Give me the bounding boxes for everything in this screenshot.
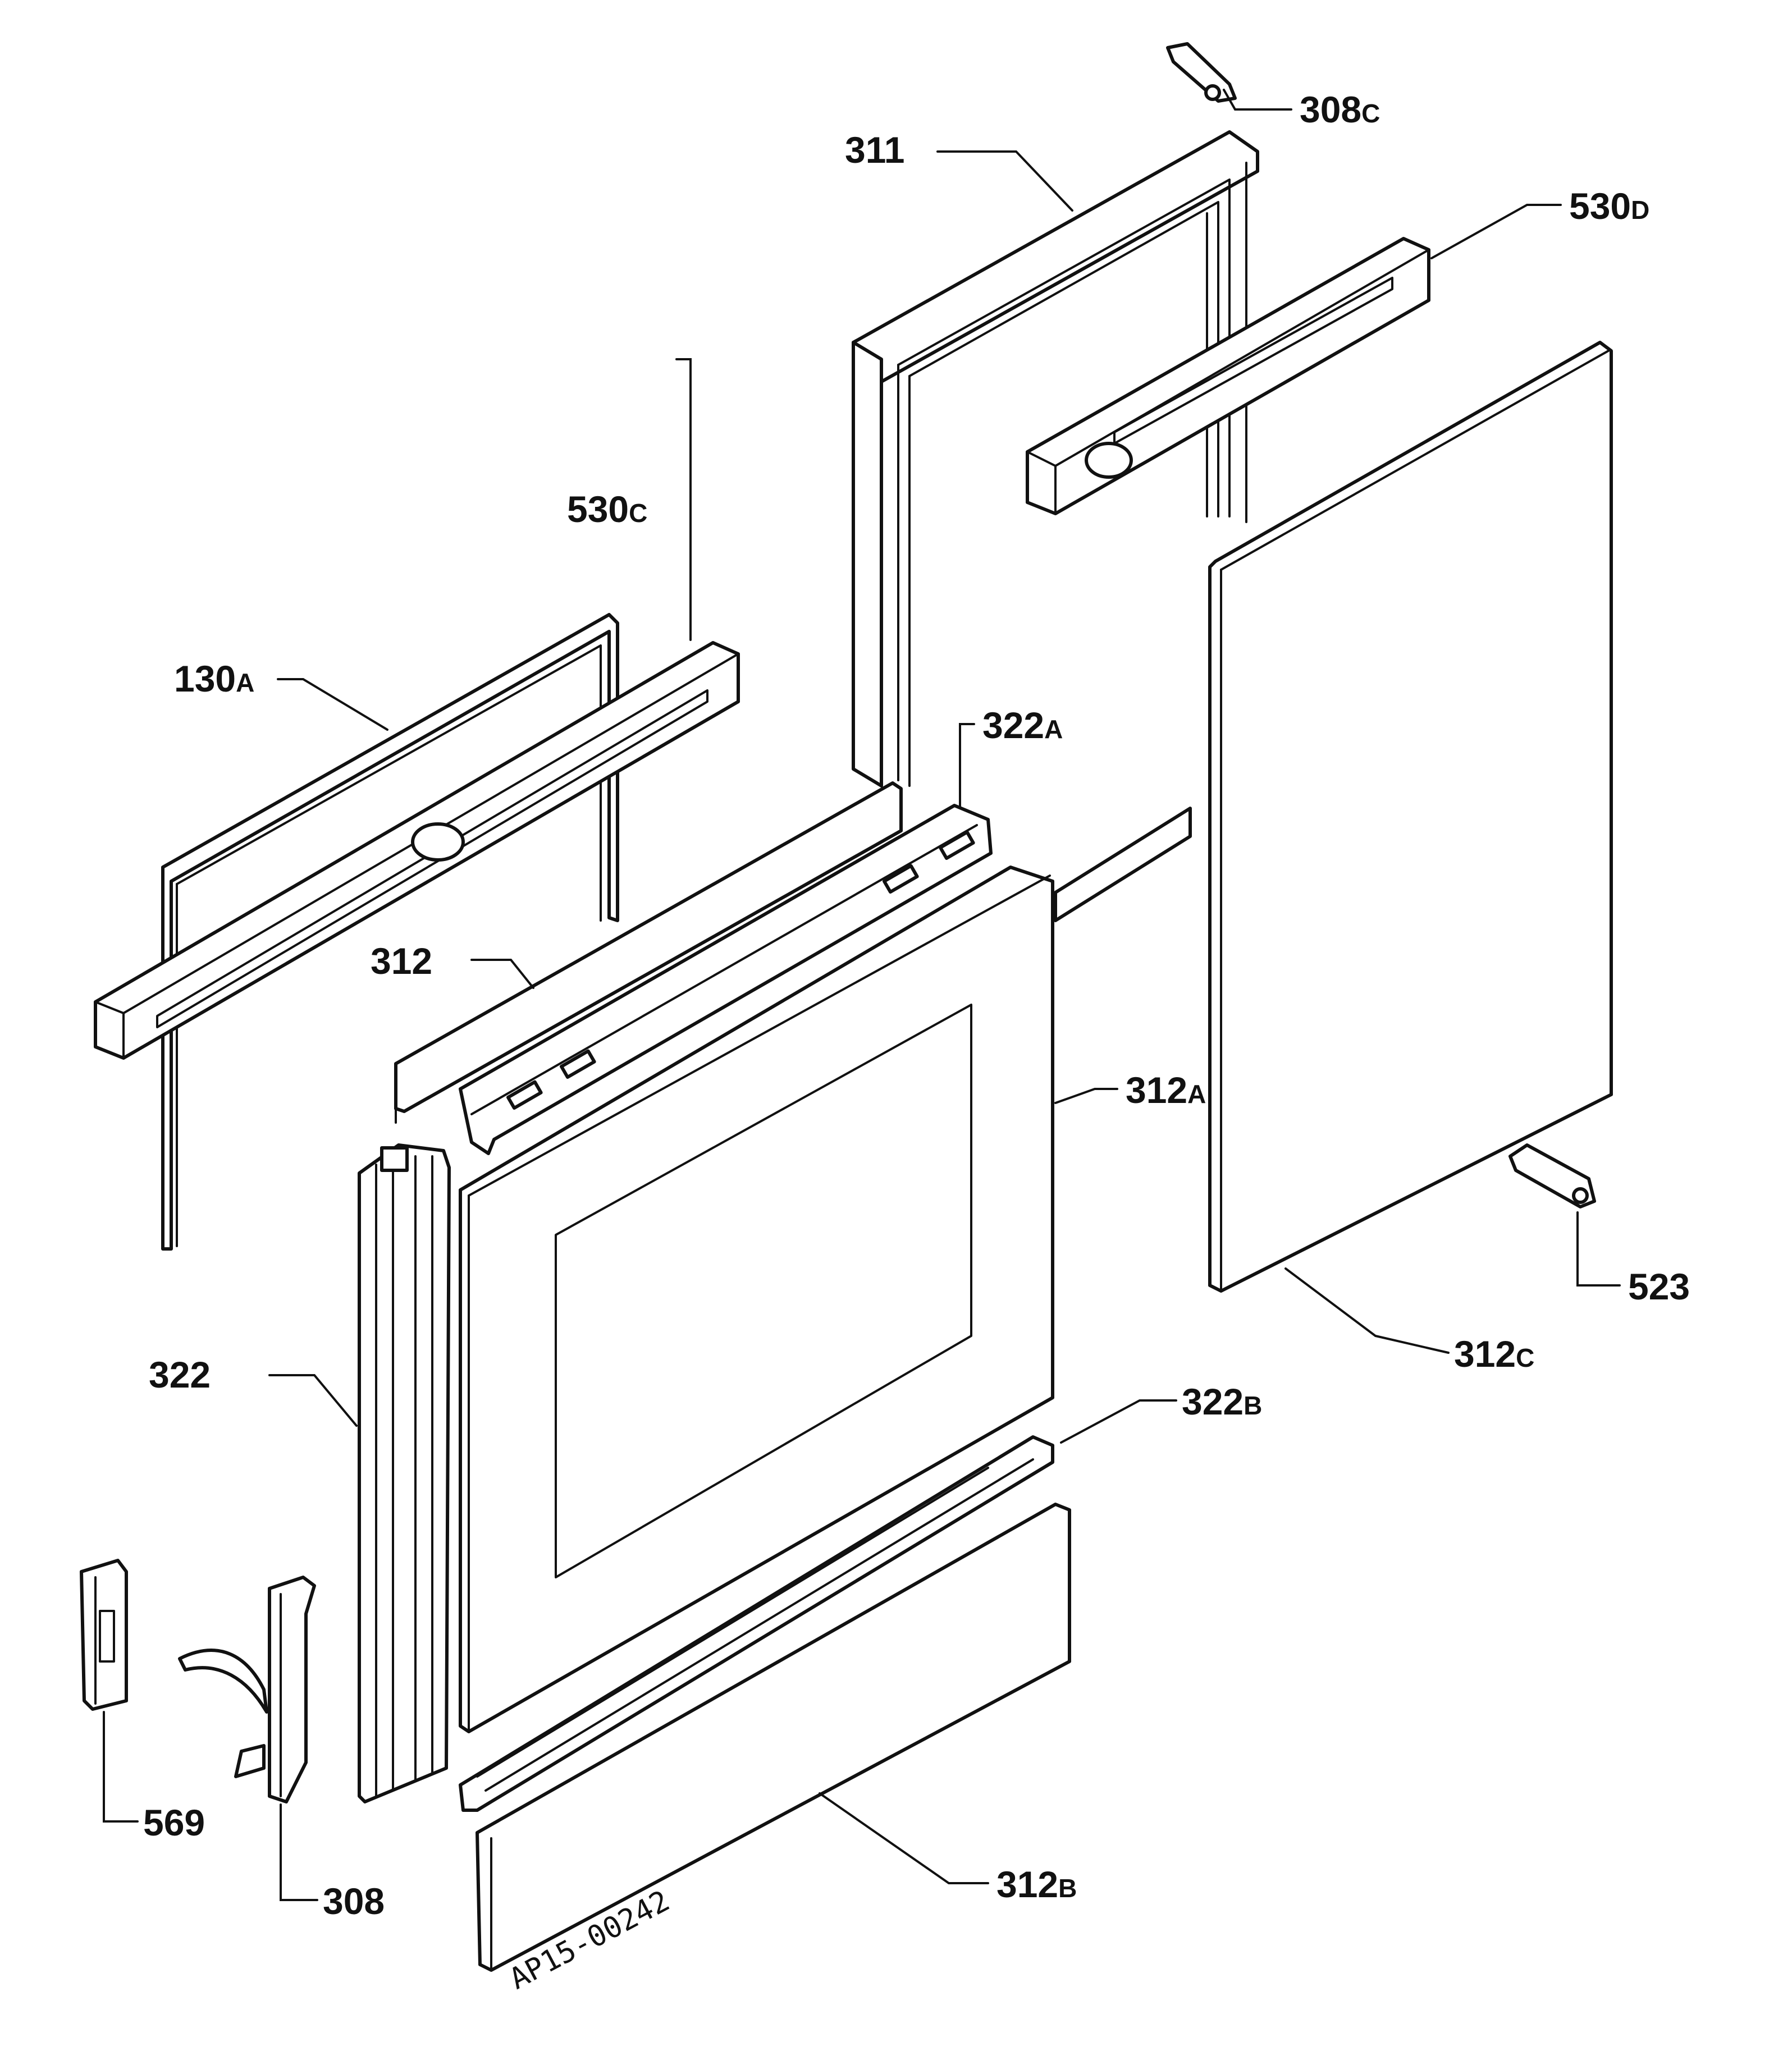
- label-312a: 312A: [1126, 1069, 1206, 1111]
- label-308c: 308C: [1300, 89, 1380, 130]
- part-labels: 308C 311 530D 530C 130A 322A 312 312A 52…: [143, 89, 1690, 1922]
- part-312a-glass: [459, 866, 1054, 1733]
- label-130a: 130A: [174, 658, 254, 699]
- part-322-profile: [358, 1143, 451, 1803]
- part-530c-cover: [94, 641, 740, 1060]
- part-569-catch: [80, 1559, 128, 1711]
- part-530d-cover: [1026, 237, 1430, 515]
- part-308c-hinge: [1166, 42, 1237, 103]
- label-322b: 322B: [1182, 1381, 1262, 1422]
- label-312: 312: [371, 940, 432, 982]
- part-312b-panel: [476, 1503, 1071, 1972]
- part-311-frame: [852, 130, 1259, 922]
- part-523-bracket: [1508, 1143, 1596, 1208]
- label-569: 569: [143, 1802, 205, 1843]
- part-312c-glass: [1208, 341, 1613, 1293]
- part-322b-profile: [459, 1435, 1054, 1812]
- label-322a: 322A: [982, 704, 1063, 746]
- part-308-hinge: [178, 1576, 316, 1803]
- label-312b: 312B: [996, 1864, 1077, 1905]
- label-530c: 530C: [567, 488, 647, 530]
- label-523: 523: [1628, 1266, 1690, 1307]
- label-322: 322: [149, 1354, 211, 1395]
- label-530d: 530D: [1569, 185, 1649, 227]
- part-312-glass: [394, 781, 903, 1124]
- leader-lines: [103, 89, 1621, 1901]
- label-311: 311: [845, 129, 904, 171]
- label-312c: 312C: [1454, 1333, 1534, 1375]
- label-308: 308: [323, 1880, 385, 1922]
